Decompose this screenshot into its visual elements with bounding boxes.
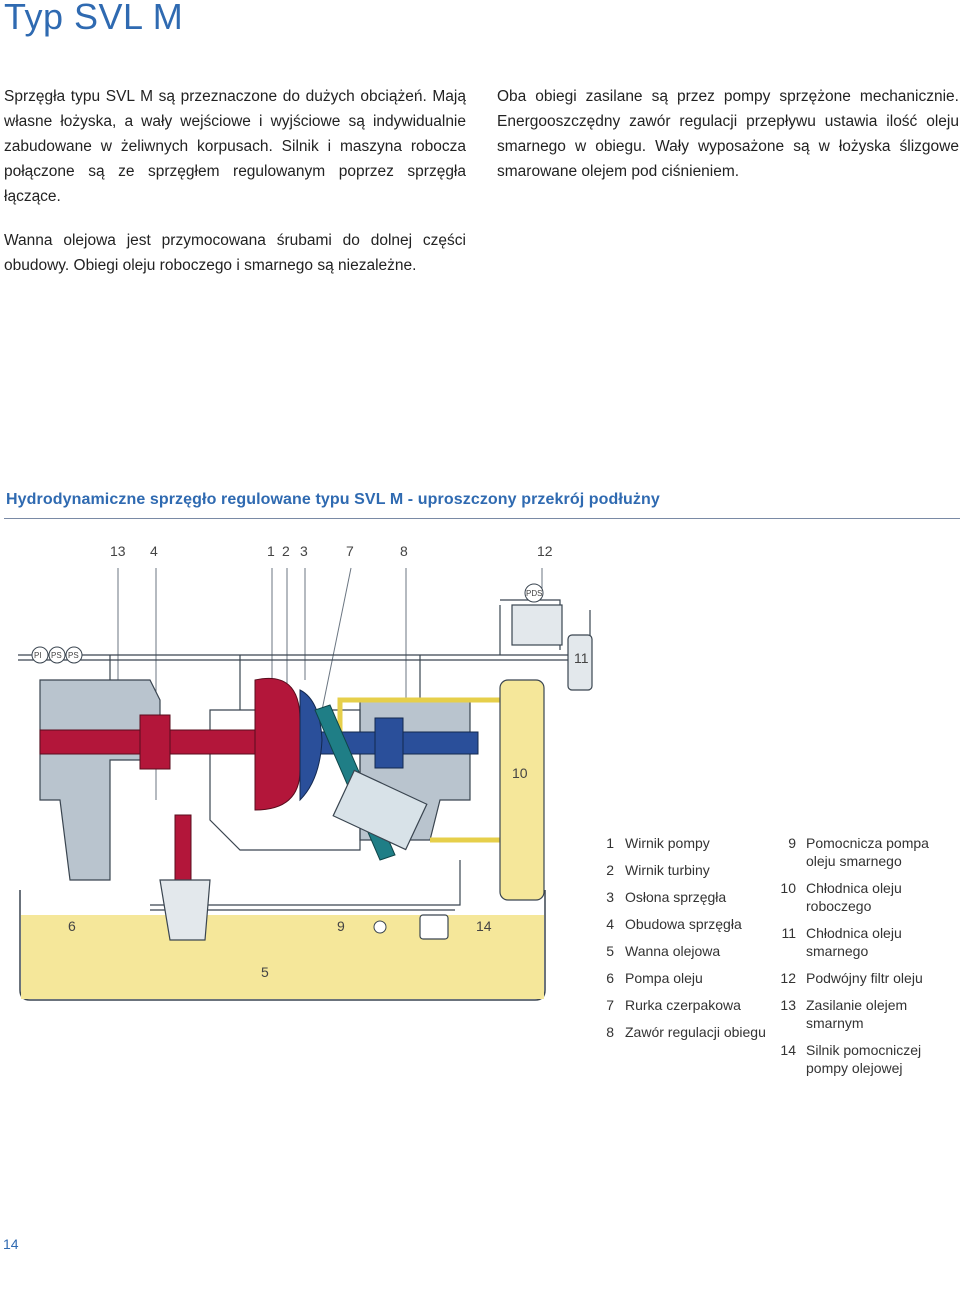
ps-gauge-2 <box>65 646 83 664</box>
pi-gauge <box>31 646 49 664</box>
oil-level <box>21 915 544 999</box>
page-number: 14 <box>3 1236 19 1252</box>
scoop-tube-actuator <box>332 769 428 851</box>
legend-num: 1 <box>606 835 614 851</box>
oil-pan-outline <box>19 890 546 1001</box>
callout-13: 13 <box>110 543 126 559</box>
legend-num: 14 <box>780 1042 796 1058</box>
section-divider <box>4 518 960 519</box>
working-oil-cooler <box>499 679 545 901</box>
legend-label-cont: roboczego <box>806 898 872 914</box>
legend-right: 9 Pomocnicza pompa oleju smarnego 10 Chł… <box>776 834 956 1079</box>
legend-label: Wanna olejowa <box>625 943 721 959</box>
oil-pump-body <box>159 879 211 941</box>
output-coupling-hub <box>374 717 404 769</box>
callout-1: 1 <box>267 543 275 559</box>
legend-label: Zawór regulacji obiegu <box>625 1024 766 1040</box>
callout-2: 2 <box>282 543 290 559</box>
legend-label: Chłodnica oleju <box>806 925 902 941</box>
page-title: Typ SVL M <box>4 0 184 37</box>
callout-7: 7 <box>346 543 354 559</box>
callout-4: 4 <box>150 543 158 559</box>
legend-num: 11 <box>781 925 796 941</box>
callout-leaders <box>117 567 543 800</box>
ps-gauge-label-1: PS <box>51 651 62 660</box>
legend-num: 9 <box>788 835 796 851</box>
legend-num: 8 <box>606 1024 614 1040</box>
legend-label: Wirnik pompy <box>625 835 710 851</box>
intro-paragraph: Sprzęgła typu SVL M są przeznaczone do d… <box>4 88 466 205</box>
callout-14: 14 <box>476 918 492 934</box>
oil-filter <box>511 604 563 646</box>
legend-label-cont: oleju smarnego <box>806 853 902 869</box>
legend-label: Zasilanie olejem <box>806 997 908 1013</box>
legend-label: Rurka czerpakowa <box>625 997 741 1013</box>
legend-num: 4 <box>606 916 614 932</box>
aux-pump-motor <box>419 914 449 940</box>
input-coupling-hub <box>139 714 171 770</box>
input-housing <box>39 679 161 881</box>
callout-9: 9 <box>337 918 345 934</box>
ps-gauge-label-2: PS <box>68 651 79 660</box>
legend-num: 13 <box>780 997 796 1013</box>
callout-11: 11 <box>574 650 589 666</box>
legend-label: Chłodnica oleju <box>806 880 902 896</box>
coupling-cross-section-diagram <box>18 567 593 1001</box>
legend-label-cont: pompy olejowej <box>806 1060 903 1076</box>
legend-label: Wirnik turbiny <box>625 862 710 878</box>
legend-left: 1 Wirnik pompy 2 Wirnik turbiny 3 Osłona… <box>600 834 780 1044</box>
legend-label: Pomocnicza pompa <box>806 835 929 851</box>
legend-num: 12 <box>780 970 796 986</box>
legend-label: Silnik pomocniczej <box>806 1042 922 1058</box>
callout-3: 3 <box>300 543 308 559</box>
legend-num: 7 <box>606 997 614 1013</box>
turbine-wheel <box>299 689 323 802</box>
circuits-paragraph: Oba obiegi zasilane są przez pompy sprzę… <box>497 88 959 180</box>
legend-label: Obudowa sprzęgła <box>625 916 742 932</box>
pump-impeller <box>254 677 301 811</box>
pds-gauge <box>524 583 544 603</box>
callout-12: 12 <box>537 543 553 559</box>
coupling-casing <box>209 709 361 851</box>
legend-label: Podwójny filtr oleju <box>806 970 923 986</box>
ps-gauge-1 <box>48 646 66 664</box>
legend-label: Pompa oleju <box>625 970 703 986</box>
callout-10: 10 <box>512 765 528 781</box>
callout-8: 8 <box>400 543 408 559</box>
legend-num: 3 <box>606 889 614 905</box>
oil-pan-paragraph: Wanna olejowa jest przymocowana śrubami … <box>4 232 466 274</box>
callout-5: 5 <box>261 964 269 980</box>
legend-label-cont: smarnego <box>806 943 869 959</box>
callout-6: 6 <box>68 918 76 934</box>
legend-num: 2 <box>606 862 614 878</box>
diagram-title: Hydrodynamiczne sprzęgło regulowane typu… <box>6 491 660 508</box>
legend-num: 10 <box>780 880 796 896</box>
legend-label: Osłona sprzęgła <box>625 889 727 905</box>
lube-oil-cooler <box>567 634 593 691</box>
pi-gauge-label: PI <box>34 651 42 660</box>
aux-pump <box>373 920 387 934</box>
legend-num: 6 <box>606 970 614 986</box>
pds-gauge-label: PDS <box>526 589 543 598</box>
legend-num: 5 <box>606 943 614 959</box>
legend-label-cont: smarnym <box>806 1015 864 1031</box>
